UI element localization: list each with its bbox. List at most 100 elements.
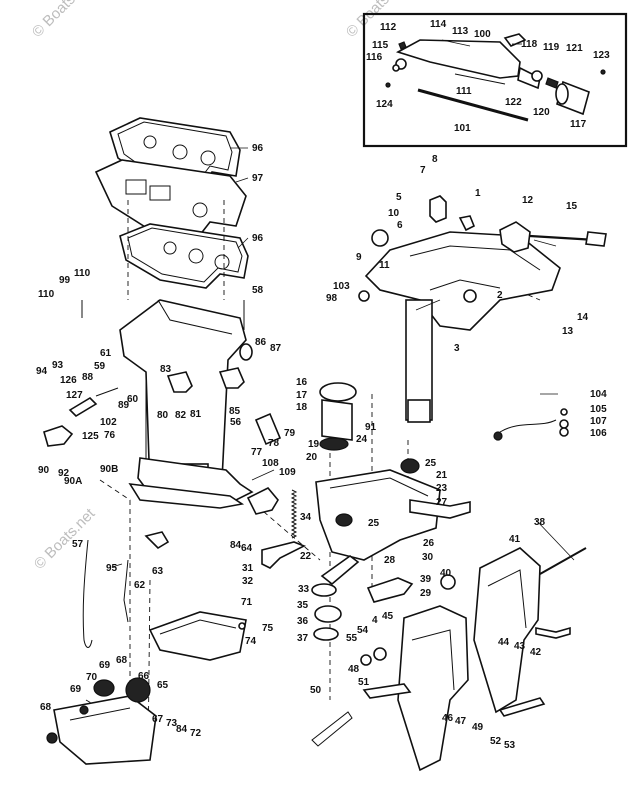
callout-84a: 84 [230,540,242,551]
callout-120: 120 [533,107,550,118]
callout-110b: 110 [38,289,55,300]
callout-68a: 68 [116,655,128,666]
callout-115: 115 [372,40,389,51]
callout-118: 118 [521,39,538,50]
callout-14: 14 [577,312,589,323]
callout-93: 93 [52,360,64,371]
callout-36: 36 [297,616,309,627]
callout-20: 20 [306,452,318,463]
callout-74: 74 [245,636,257,647]
callout-58: 58 [252,285,264,296]
callout-19: 19 [308,439,320,450]
callout-90: 90 [38,465,50,476]
callout-12: 12 [522,195,534,206]
callout-103: 103 [333,281,350,292]
callout-10: 10 [388,208,400,219]
callout-25a: 25 [425,458,437,469]
callout-104: 104 [590,389,607,400]
callout-6: 6 [397,220,403,231]
callout-51: 51 [358,677,370,688]
exhaust-cover-plate [94,159,247,241]
callout-40: 40 [440,568,452,579]
callout-15: 15 [566,201,578,212]
leader-lines [111,39,575,568]
callout-98: 98 [326,293,338,304]
callout-106: 106 [590,428,607,439]
watermark-top-left: © Boats.net [29,0,97,41]
callout-101: 101 [454,123,471,134]
callout-89: 89 [118,400,130,411]
callout-41: 41 [509,534,521,545]
callout-71: 71 [241,597,253,608]
callout-8: 8 [432,154,438,165]
callout-18: 18 [296,402,308,413]
callout-76: 76 [104,430,116,441]
watermark-top-right: © Boats.net [343,0,411,41]
callout-87: 87 [270,343,282,354]
callout-119: 119 [543,42,560,53]
callout-24: 24 [356,434,368,445]
callout-90A: 90A [64,476,82,487]
callout-102: 102 [100,417,117,428]
callout-44: 44 [498,637,510,648]
callout-81: 81 [190,409,202,420]
tiller-handle-assembly [385,33,606,122]
callout-114: 114 [430,19,447,30]
callout-60: 60 [127,394,139,405]
watermark-left-mid: © Boats.net [31,505,99,573]
callout-67: 67 [152,714,164,725]
callout-105: 105 [590,404,607,415]
callout-42: 42 [530,647,542,658]
callout-66: 66 [138,671,150,682]
callout-21: 21 [436,470,448,481]
callout-59: 59 [94,361,106,372]
misc-hardware [43,229,569,747]
callout-97: 97 [252,173,264,184]
callout-72: 72 [190,728,202,739]
callout-64: 64 [241,543,253,554]
callout-123: 123 [593,50,610,61]
callout-100: 100 [474,29,491,40]
callout-73: 73 [166,718,178,729]
callout-33: 33 [298,584,310,595]
swivel-bracket [364,195,607,423]
callout-127: 127 [66,390,83,401]
callout-69a: 69 [99,660,111,671]
exhaust-housing [119,299,254,509]
callout-11: 11 [379,260,390,271]
callout-83: 83 [160,364,172,375]
callout-78: 78 [268,438,280,449]
callout-63: 63 [152,566,164,577]
callout-79: 79 [284,428,296,439]
callout-116: 116 [366,52,383,63]
callout-2: 2 [497,290,503,301]
exhaust-gasket-lower [119,223,249,289]
callout-110a: 110 [74,268,91,279]
callout-70: 70 [86,672,98,683]
callout-91: 91 [365,422,377,433]
callout-107: 107 [590,416,607,427]
stern-bracket-assembly [315,458,471,561]
callout-48: 48 [348,664,360,675]
callout-117: 117 [570,119,587,130]
callout-37: 37 [297,633,309,644]
callout-75: 75 [262,623,274,634]
callout-54: 54 [357,625,369,636]
callout-108: 108 [262,458,279,469]
callout-52: 52 [490,736,502,747]
callout-4: 4 [372,615,378,626]
callout-80: 80 [157,410,169,421]
callout-29: 29 [420,588,432,599]
callout-53: 53 [504,740,516,751]
callout-50: 50 [310,685,322,696]
callout-65: 65 [157,680,169,691]
callout-3: 3 [454,343,460,354]
callout-22: 22 [300,551,312,562]
callout-113: 113 [452,26,469,37]
callout-5: 5 [396,192,402,203]
callout-62: 62 [134,580,146,591]
callout-109: 109 [279,467,296,478]
clamp-bracket-right [473,547,587,717]
callout-121: 121 [566,43,583,54]
